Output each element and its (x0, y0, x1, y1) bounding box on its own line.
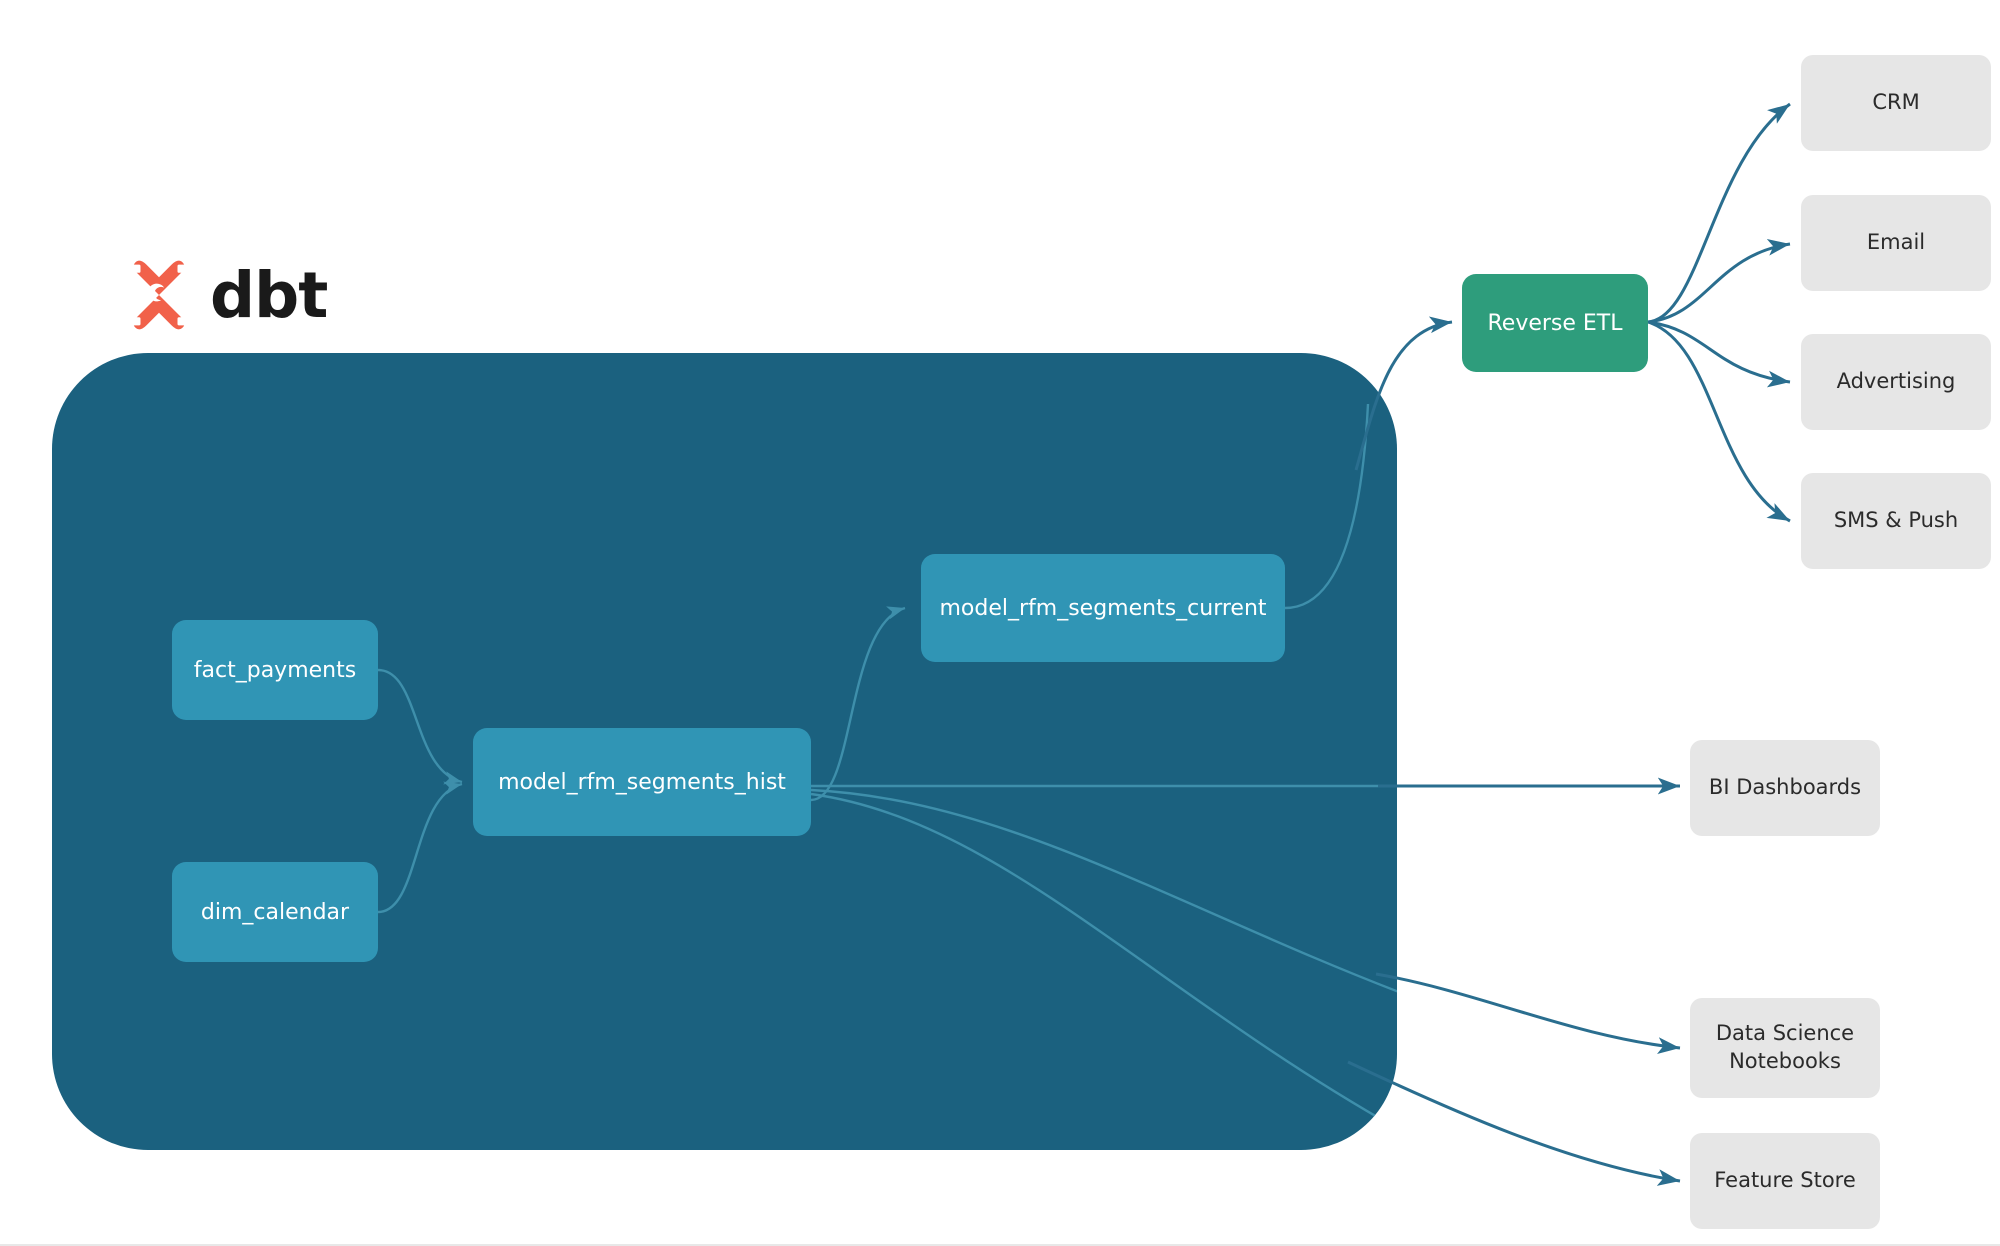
destination-node-email[interactable]: Email (1801, 195, 1991, 291)
node-label: Email (1866, 230, 1926, 255)
node-label: Data Science Notebooks (1706, 1020, 1864, 1075)
node-label-line1: Data Science (1715, 1021, 1855, 1046)
dbt-wordmark: dbt (210, 258, 328, 332)
model-node-fact-payments[interactable]: fact_payments (172, 620, 378, 720)
node-label: dim_calendar (200, 899, 350, 925)
node-label: model_rfm_segments_hist (498, 769, 786, 795)
destination-node-advertising[interactable]: Advertising (1801, 334, 1991, 430)
model-node-rfm-segments-hist[interactable]: model_rfm_segments_hist (473, 728, 811, 836)
reverse-etl-node[interactable]: Reverse ETL (1462, 274, 1648, 372)
node-label: Reverse ETL (1487, 310, 1623, 336)
destination-node-bi-dashboards[interactable]: BI Dashboards (1690, 740, 1880, 836)
node-label: model_rfm_segments_current (939, 595, 1267, 621)
model-node-rfm-segments-current[interactable]: model_rfm_segments_current (921, 554, 1285, 662)
node-label: SMS & Push (1833, 508, 1959, 533)
node-label-line2: Notebooks (1729, 1049, 1841, 1073)
destination-node-data-science-notebooks[interactable]: Data Science Notebooks (1690, 998, 1880, 1098)
destination-node-crm[interactable]: CRM (1801, 55, 1991, 151)
node-label: fact_payments (193, 657, 357, 683)
destination-node-feature-store[interactable]: Feature Store (1690, 1133, 1880, 1229)
node-label: Advertising (1836, 369, 1956, 394)
dbt-logo-icon (132, 260, 186, 330)
destination-node-sms-push[interactable]: SMS & Push (1801, 473, 1991, 569)
node-label: CRM (1872, 90, 1920, 115)
dbt-logo: dbt (122, 258, 328, 332)
node-label: Feature Store (1714, 1168, 1856, 1193)
node-label: BI Dashboards (1708, 775, 1862, 800)
model-node-dim-calendar[interactable]: dim_calendar (172, 862, 378, 962)
